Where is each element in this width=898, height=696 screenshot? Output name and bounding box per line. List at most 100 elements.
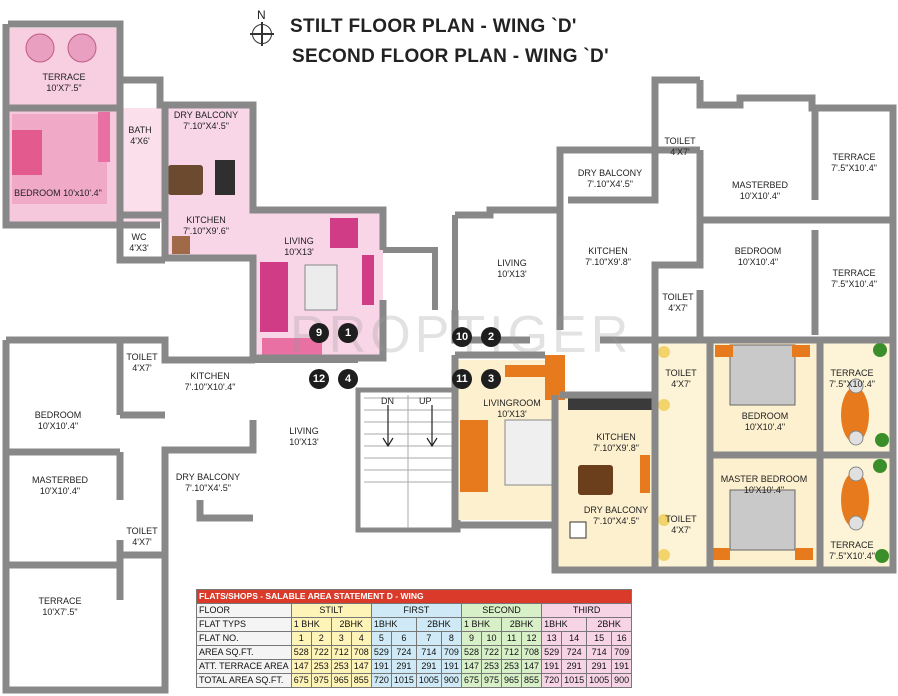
flat-number-cell: 12	[521, 631, 543, 646]
flat-type-cell: 1 BHK	[460, 617, 503, 632]
stair-up-label: UP	[419, 396, 432, 406]
area-cell: 709	[440, 645, 462, 660]
flat-type-cell: 1BHK	[541, 617, 588, 632]
floor-cell: SECOND	[460, 603, 543, 618]
total-area-cell: 855	[350, 673, 372, 688]
flat-top-right	[451, 76, 897, 344]
row-label: ATT. TERRACE AREA	[196, 659, 292, 674]
flat-number-cell: 5	[370, 631, 392, 646]
area-cell: 708	[350, 645, 372, 660]
table-row: FLOOR STILT FIRST SECOND THIRD	[196, 603, 633, 618]
flat-number-cell: 13	[541, 631, 563, 646]
flat-number-cell: 8	[440, 631, 462, 646]
total-area-cell: 1005	[415, 673, 442, 688]
terrace-area-cell: 147	[290, 659, 312, 674]
terrace-area-cell: 291	[415, 659, 442, 674]
north-compass-icon: N	[250, 8, 276, 48]
terrace-area-cell: 291	[561, 659, 588, 674]
area-cell: 712	[501, 645, 523, 660]
terrace-area-cell: 191	[611, 659, 633, 674]
central-walls	[250, 215, 458, 450]
row-label: FLAT TYPS	[196, 617, 292, 632]
flat-number-cell: 2	[310, 631, 332, 646]
table-title-row: FLATS/SHOPS - SALABLE AREA STATEMENT D -…	[195, 589, 633, 604]
total-area-cell: 965	[501, 673, 523, 688]
flat-number-cell: 3	[330, 631, 352, 646]
stair-down-label: DN	[381, 396, 394, 406]
area-cell: 529	[370, 645, 392, 660]
terrace-area-cell: 291	[390, 659, 417, 674]
total-area-cell: 965	[330, 673, 352, 688]
staircase	[355, 387, 461, 533]
flat-type-cell: 2BHK	[415, 617, 462, 632]
area-cell: 709	[611, 645, 633, 660]
total-area-cell: 675	[460, 673, 482, 688]
total-area-cell: 1015	[561, 673, 588, 688]
flat-number-badge: 1	[338, 323, 358, 343]
total-area-cell: 1015	[390, 673, 417, 688]
terrace-area-cell: 253	[330, 659, 352, 674]
flat-number-cell: 14	[561, 631, 588, 646]
flat-number-cell: 1	[290, 631, 312, 646]
flat-number-cell: 10	[480, 631, 503, 646]
plan-title-second: SECOND FLOOR PLAN - WING `D'	[292, 46, 609, 67]
terrace-area-cell: 253	[310, 659, 332, 674]
row-label: FLAT NO.	[196, 631, 292, 646]
flat-number-badge: 2	[481, 327, 501, 347]
area-cell: 708	[521, 645, 543, 660]
area-cell: 724	[561, 645, 588, 660]
floor-cell: THIRD	[541, 603, 633, 618]
north-label: N	[257, 8, 266, 22]
floor-cell: FIRST	[370, 603, 462, 618]
plan-title-stilt: STILT FLOOR PLAN - WING `D'	[290, 16, 577, 37]
total-area-cell: 855	[521, 673, 543, 688]
row-label: TOTAL AREA SQ.FT.	[196, 673, 292, 688]
total-area-cell: 975	[480, 673, 503, 688]
flat-bottom-right	[451, 335, 897, 574]
total-area-cell: 900	[440, 673, 462, 688]
terrace-area-cell: 191	[541, 659, 563, 674]
terrace-area-cell: 147	[460, 659, 482, 674]
terrace-area-cell: 147	[521, 659, 543, 674]
flat-number-cell: 7	[415, 631, 442, 646]
flat-number-cell: 4	[350, 631, 372, 646]
flat-number-badge: 4	[338, 369, 358, 389]
area-cell: 528	[460, 645, 482, 660]
floor-cell: STILT	[290, 603, 372, 618]
terrace-area-cell: 191	[440, 659, 462, 674]
flat-number-badge: 9	[309, 323, 329, 343]
flat-number-badge: 11	[452, 369, 472, 389]
total-area-cell: 675	[290, 673, 312, 688]
area-statement-table: FLATS/SHOPS - SALABLE AREA STATEMENT D -…	[195, 589, 633, 688]
